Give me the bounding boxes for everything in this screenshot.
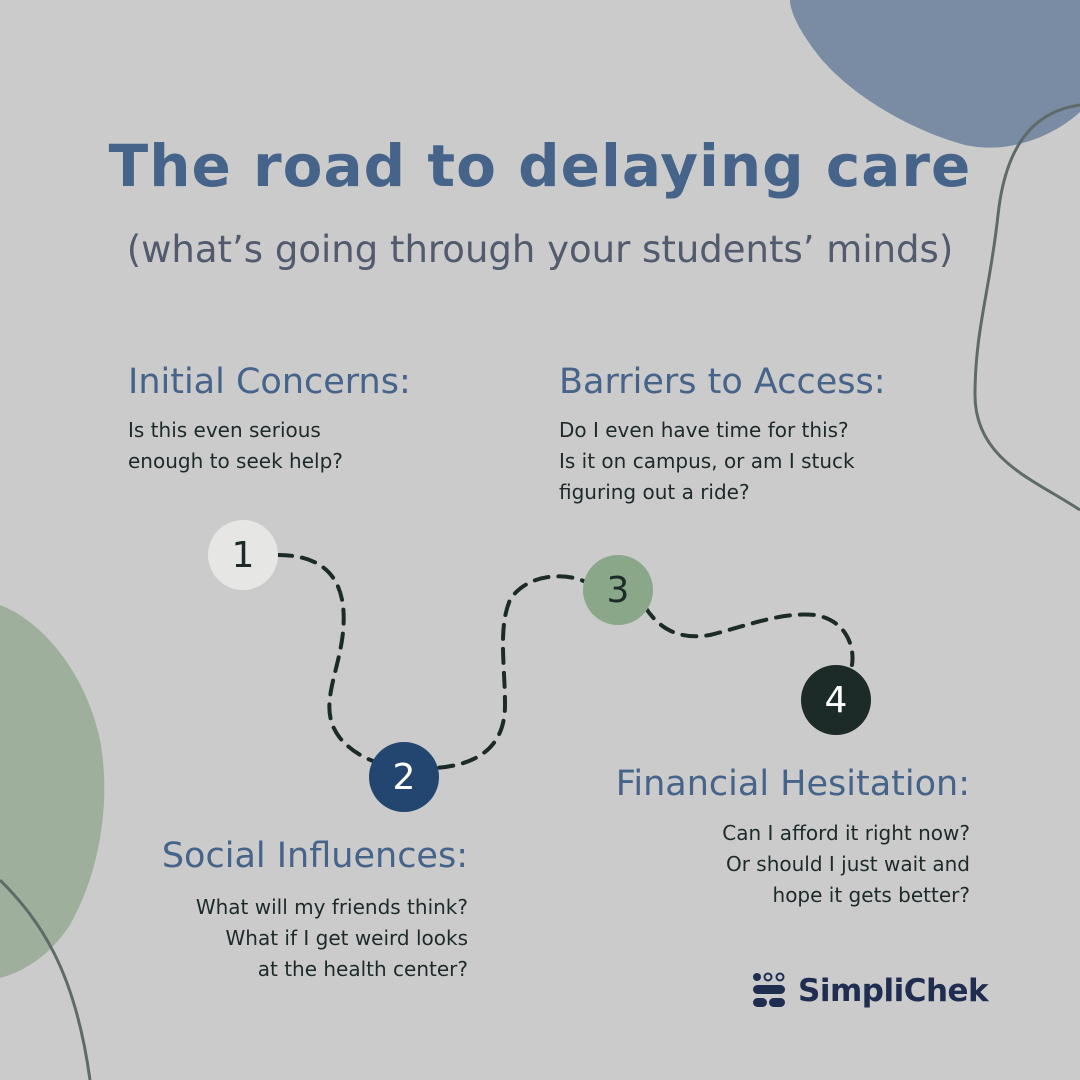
step-3-number: 3 xyxy=(606,569,630,611)
step-3-description: Do I even have time for this? Is it on c… xyxy=(559,415,855,508)
step-2-description: What will my friends think? What if I ge… xyxy=(196,892,468,985)
green-blob xyxy=(0,605,105,978)
step-2-heading: Social Influences: xyxy=(161,836,468,876)
step-3-line: Is it on campus, or am I stuck xyxy=(559,449,855,473)
blue-blob xyxy=(790,0,1080,148)
step-3-heading: Barriers to Access: xyxy=(559,362,886,402)
step-3-line: figuring out a ride? xyxy=(559,480,750,504)
step-2-marker: 2 xyxy=(369,742,439,812)
step-1-line: Is this even serious xyxy=(128,418,321,442)
step-1-line: enough to seek help? xyxy=(128,449,343,473)
step-1-description: Is this even serious enough to seek help… xyxy=(128,415,343,477)
step-2-line: What if I get weird looks xyxy=(225,926,469,950)
brand-name: SimpliChek xyxy=(798,973,989,1009)
step-2-number: 2 xyxy=(392,756,416,798)
step-1-heading: Initial Concerns: xyxy=(128,362,411,402)
step-2-line: at the health center? xyxy=(257,957,468,981)
step-1-marker: 1 xyxy=(208,520,278,590)
page-subtitle: (what’s going through your students’ min… xyxy=(126,228,954,271)
step-2-line: What will my friends think? xyxy=(195,895,468,919)
step-3-marker: 3 xyxy=(583,555,653,625)
step-4-line: Can I afford it right now? xyxy=(722,821,970,845)
step-4-description: Can I afford it right now? Or should I j… xyxy=(722,818,970,911)
right-outline-curve xyxy=(973,103,1080,512)
brand-logo: SimpliChek xyxy=(752,972,989,1010)
step-4-line: hope it gets better? xyxy=(772,883,970,907)
step-4-line: Or should I just wait and xyxy=(725,852,970,876)
dashed-road-path xyxy=(276,553,855,771)
page-title: The road to delaying care xyxy=(108,132,972,200)
left-outline-curve xyxy=(0,878,92,1080)
step-4-number: 4 xyxy=(824,679,848,721)
step-4-heading: Financial Hesitation: xyxy=(615,764,970,804)
step-1-number: 1 xyxy=(231,534,255,576)
simplichek-logo-icon xyxy=(753,972,785,1007)
step-3-line: Do I even have time for this? xyxy=(559,418,849,442)
step-4-marker: 4 xyxy=(801,665,871,735)
